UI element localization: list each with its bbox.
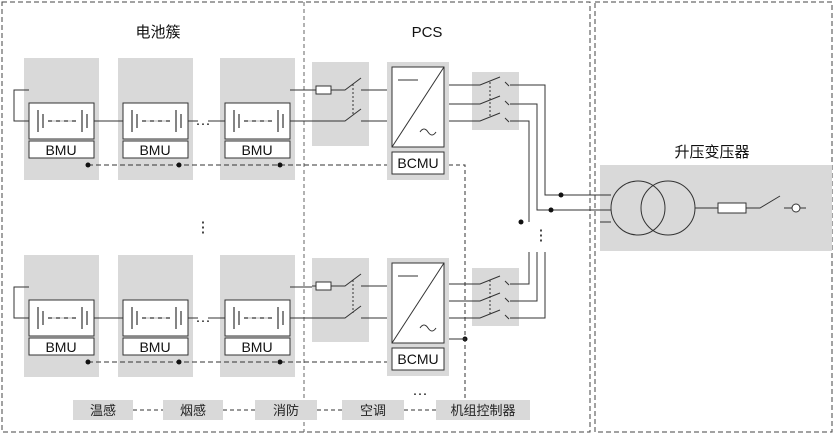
- transformer-coil-icon: [610, 180, 666, 236]
- ellipsis-horizontal: ···: [413, 385, 428, 402]
- ac-switch-bottom: [449, 252, 546, 326]
- aux-device-air-conditioner: 空调: [360, 404, 386, 419]
- fuse-icon: [717, 202, 747, 214]
- terminal-icon: [791, 203, 801, 213]
- bcmu-label: BCMU: [397, 155, 438, 171]
- battery-row-bottom: BMU BMU BMU ···: [13, 255, 312, 377]
- dc-switch-top: [312, 62, 387, 146]
- auxiliary-devices: 温感 烟感 消防 空调 机组控制器 ···: [73, 385, 530, 420]
- ac-switch-top: [449, 72, 600, 222]
- dc-switch-bottom: [312, 258, 387, 342]
- bmu-label: BMU: [139, 339, 170, 355]
- bmu-label: BMU: [45, 142, 76, 158]
- ellipsis-vertical: ⋮: [534, 227, 549, 244]
- ellipsis-horizontal: ···: [196, 115, 211, 132]
- aux-device-fire-protection: 消防: [273, 403, 299, 419]
- ellipsis-vertical: ⋮: [196, 219, 211, 236]
- battery-cluster-title: 电池簇: [135, 23, 180, 41]
- aux-device-unit-controller: 机组控制器: [450, 404, 515, 419]
- bcmu-label: BCMU: [397, 351, 438, 367]
- battery-cluster-frame: [1, 1, 591, 433]
- bmu-label: BMU: [241, 339, 272, 355]
- pcs-converter-top: BCMU: [387, 62, 449, 180]
- pcs-converter-bottom: BCMU: [387, 258, 449, 376]
- battery-cell-icon: [224, 299, 291, 337]
- bmu-label: BMU: [139, 142, 170, 158]
- battery-row-top: BMU BMU BMU ···: [13, 58, 312, 180]
- step-up-transformer: [600, 165, 832, 251]
- bmu-label: BMU: [45, 339, 76, 355]
- transformer-title: 升压变压器: [674, 144, 749, 161]
- aux-device-temperature-sensor: 温感: [90, 403, 116, 419]
- pcs-title: PCS: [412, 24, 443, 41]
- ellipsis-horizontal: ···: [196, 312, 211, 329]
- aux-device-smoke-sensor: 烟感: [180, 403, 206, 419]
- bmu-label: BMU: [241, 142, 272, 158]
